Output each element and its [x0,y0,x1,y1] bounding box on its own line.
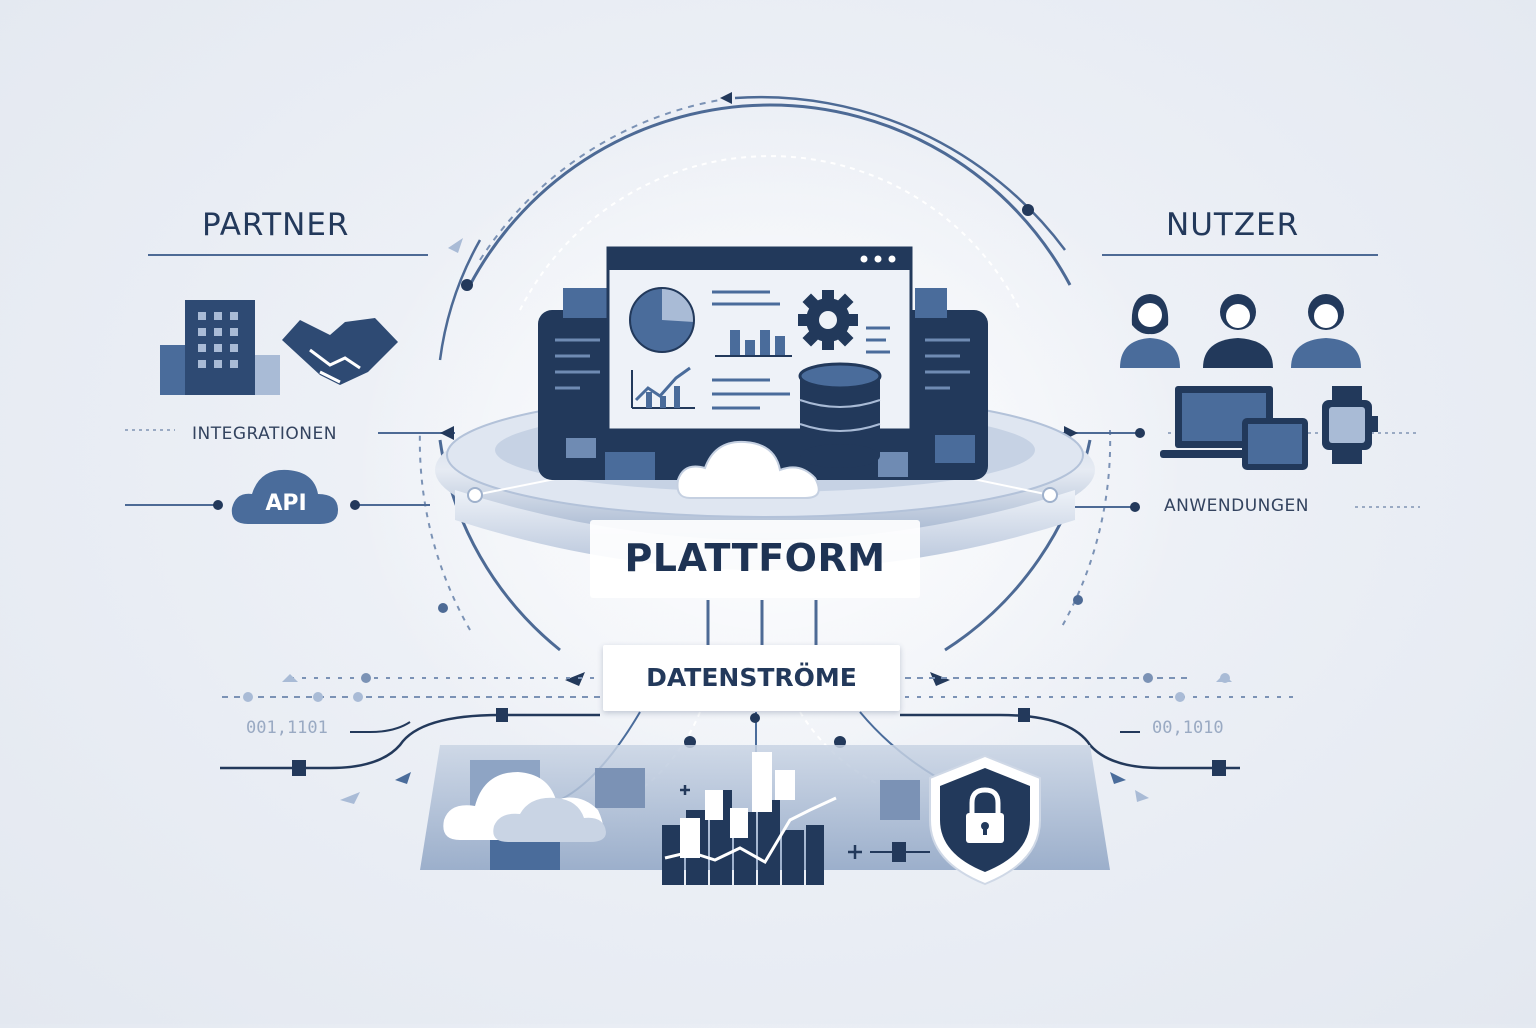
connector-plug [870,842,930,862]
window-dot [860,255,868,263]
pie-chart-icon [629,287,695,353]
platform-data-links [706,600,818,645]
platform-label-plate [590,520,920,598]
binary-left: 001,1101 [246,718,328,738]
platform-label: PLATTFORM [624,536,886,580]
window-dot [888,255,896,263]
orbit-arc-dashed-lower-left [418,429,471,631]
shield-lock-icon [929,754,1041,886]
disc-node [467,487,483,503]
arc-node [461,279,473,291]
nutzer-heading: NUTZER [1166,207,1300,243]
orbit-arc-left-upper [438,239,482,361]
text-lines [712,378,790,410]
bar-chart-icon [662,752,837,885]
server-chip [605,452,655,480]
user-female-icon [1120,294,1180,368]
text-lines [712,290,780,306]
handshake-icon [282,318,398,385]
base-block [595,768,645,808]
arc-node [1073,595,1083,605]
window-dot [874,255,882,263]
stream [350,721,411,733]
applications-label: ANWENDUNGEN [1164,496,1309,516]
server-chip [566,438,596,458]
database-icon [798,362,882,468]
arc-node [438,603,448,613]
window-titlebar [608,248,911,270]
cloud-icon [443,772,606,842]
dashboard-window [606,246,913,499]
base-block [880,780,920,820]
server-lines-right [925,338,970,390]
server-tab [915,288,947,318]
partner-heading: PARTNER [202,207,350,243]
decorative-arrow [448,238,463,253]
server-tab [563,288,608,318]
orbit-arc-inner-white [519,155,1021,311]
orbit-arc-top [468,103,1072,286]
arc-arrow [565,672,585,686]
user-icon [1203,294,1273,368]
server-chip [878,452,908,477]
smartwatch-icon [1322,386,1378,464]
binary-right: 00,1010 [1152,718,1224,738]
disc-node [1042,487,1058,503]
arc-arrow [930,672,950,686]
orbit-arc-dashed-left [479,99,721,261]
plus-marks [680,785,862,859]
line-chart-icon [631,366,695,409]
server-chip [935,435,975,463]
buildings-icon [160,300,280,395]
integrations-label: INTEGRATIONEN [192,424,337,444]
data-streams-box [603,645,900,711]
orbit-arc-dashed-lower-right [1059,429,1112,631]
user-icon [1291,294,1361,368]
arc-node [1022,204,1034,216]
arc-arrow [720,92,732,104]
tablet-icon [1242,418,1308,470]
bar-chart-icon [715,330,792,357]
gear-icon [798,290,858,350]
text-lines [866,326,890,354]
api-cloud-icon [231,469,338,524]
data-base [420,745,1110,886]
connector-dots [213,426,1145,512]
api-label: API [265,491,307,516]
cloud-icon [676,440,820,499]
arc-nodes [438,92,1083,686]
server-lines-left [555,338,600,390]
stream [220,713,600,770]
data-streams-label: DATENSTRÖME [646,663,857,692]
